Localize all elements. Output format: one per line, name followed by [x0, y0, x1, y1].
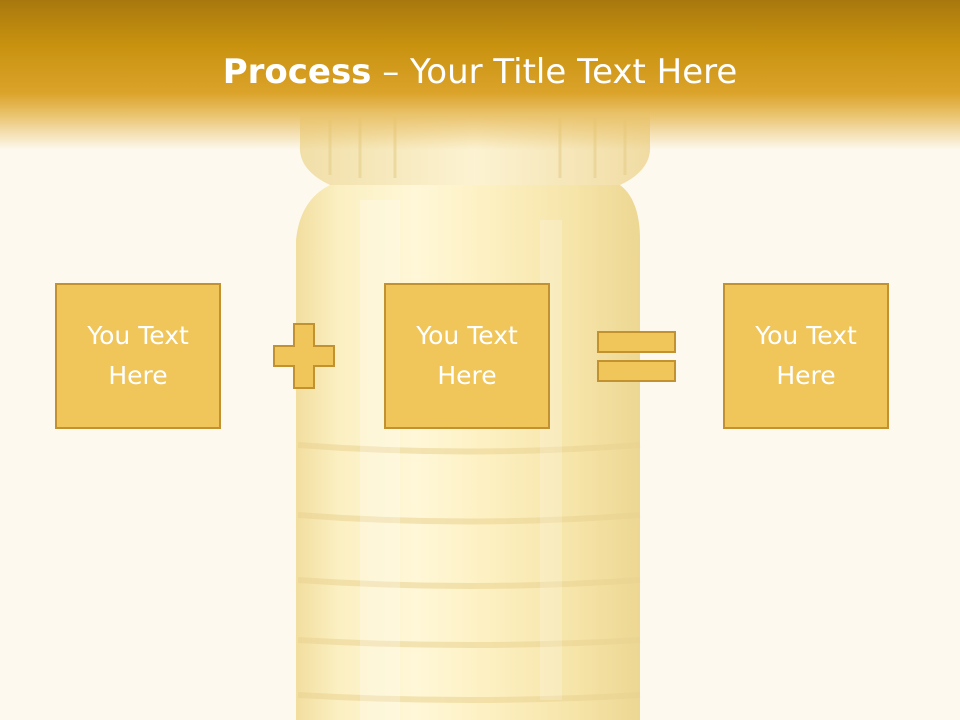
- text-box-2[interactable]: You Text Here: [384, 283, 550, 429]
- equals-icon: [597, 331, 676, 382]
- text-box-1-label: You Text Here: [87, 321, 189, 390]
- text-box-1[interactable]: You Text Here: [55, 283, 221, 429]
- text-box-2-label: You Text Here: [416, 321, 518, 390]
- slide-title[interactable]: Process – Your Title Text Here: [0, 52, 960, 92]
- title-band: [0, 0, 960, 150]
- title-rest: – Your Title Text Here: [371, 52, 738, 92]
- plus-icon: [273, 323, 335, 389]
- text-box-3[interactable]: You Text Here: [723, 283, 889, 429]
- text-box-3-label: You Text Here: [755, 321, 857, 390]
- title-bold: Process: [222, 52, 372, 92]
